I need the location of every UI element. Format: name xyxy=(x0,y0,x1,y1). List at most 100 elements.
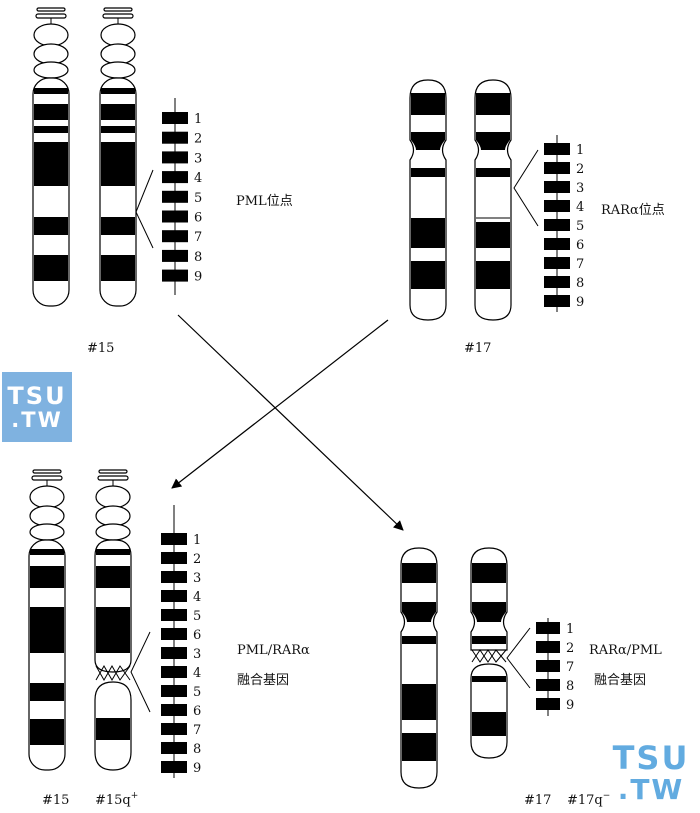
exon-box xyxy=(161,609,187,621)
chromosome-17q-minus xyxy=(470,547,508,759)
exon-box xyxy=(544,257,570,269)
exon-box xyxy=(536,698,560,710)
rara-pml-fusion-name: RARα/PML xyxy=(589,643,662,658)
exon-box xyxy=(162,151,188,164)
exon-number: 3 xyxy=(193,571,201,586)
exon-box xyxy=(161,704,187,716)
chromosome-15-normal-bottom xyxy=(28,469,66,771)
exon-number: 9 xyxy=(566,698,574,713)
exon-box xyxy=(161,571,187,583)
exon-box xyxy=(544,276,570,288)
exon-box xyxy=(161,685,187,697)
exon-box xyxy=(161,628,187,640)
exon-number: 3 xyxy=(193,647,201,662)
label-15q-plus: #15q+ xyxy=(95,791,138,808)
exon-box xyxy=(161,533,187,545)
exon-number: 7 xyxy=(193,723,201,738)
pml-rara-fusion-caption: 融合基因 xyxy=(237,673,289,688)
exon-number: 2 xyxy=(193,552,201,567)
chromosome-17-left xyxy=(409,79,447,321)
exon-box xyxy=(162,249,188,262)
label-17-top: #17 xyxy=(464,341,491,356)
exon-number: 4 xyxy=(193,590,201,605)
exon-box xyxy=(162,230,188,243)
exon-number: 3 xyxy=(194,151,202,166)
exon-number: 9 xyxy=(576,295,584,310)
exon-box xyxy=(536,679,560,691)
label-17q-minus: #17q− xyxy=(567,791,610,808)
exon-box xyxy=(544,219,570,231)
chromosome-15-right xyxy=(99,7,137,307)
exon-number: 8 xyxy=(194,250,202,265)
exon-box xyxy=(544,162,570,174)
chromosome-15q-plus xyxy=(94,469,132,771)
exon-number: 6 xyxy=(193,704,201,719)
exon-number: 6 xyxy=(576,238,584,253)
exon-box xyxy=(161,552,187,564)
exon-box xyxy=(162,190,188,203)
exon-box xyxy=(544,200,570,212)
exon-box xyxy=(161,590,187,602)
exon-number: 8 xyxy=(193,742,201,757)
exon-box xyxy=(161,666,187,678)
exon-box xyxy=(544,143,570,155)
exon-number: 1 xyxy=(194,112,202,127)
exon-number: 2 xyxy=(194,132,202,147)
exon-number: 1 xyxy=(566,622,574,637)
exon-number: 3 xyxy=(576,181,584,196)
exon-box xyxy=(162,269,188,282)
label-15-bottom: #15 xyxy=(42,793,69,808)
exon-box xyxy=(544,181,570,193)
pml-rara-bracket xyxy=(130,631,151,713)
exon-box xyxy=(161,742,187,754)
exon-box xyxy=(162,210,188,223)
label-15-top: #15 xyxy=(87,341,114,356)
exon-number: 5 xyxy=(193,609,201,624)
chromosome-17-normal-bottom xyxy=(400,547,438,789)
watermark-logo-left: TSU .TW xyxy=(2,372,72,442)
exon-number: 7 xyxy=(194,230,202,245)
pml-rara-fusion-name: PML/RARα xyxy=(237,643,310,658)
gene-ladder-pml-rara: 1 2 3 4 5 6 3 4 5 6 7 8 9 xyxy=(161,505,201,778)
exon-box xyxy=(162,112,188,124)
exon-number: 1 xyxy=(193,533,201,548)
exon-box xyxy=(536,660,560,672)
rara-pml-bracket xyxy=(506,627,531,689)
rara-locus-bracket xyxy=(513,149,539,227)
exon-number: 6 xyxy=(194,211,202,226)
exon-number: 2 xyxy=(576,162,584,177)
arrow-17-to-15 xyxy=(171,319,389,489)
exon-number: 9 xyxy=(194,270,202,285)
exon-number: 5 xyxy=(576,219,584,234)
exon-number: 5 xyxy=(193,685,201,700)
exon-number: 7 xyxy=(566,660,574,675)
exon-number: 8 xyxy=(576,276,584,291)
exon-box xyxy=(161,723,187,735)
pml-locus-bracket xyxy=(135,169,154,249)
exon-box xyxy=(161,761,187,773)
label-17-bottom: #17 xyxy=(524,793,551,808)
exon-number: 1 xyxy=(576,143,584,158)
exon-box xyxy=(544,238,570,250)
exon-number: 6 xyxy=(193,628,201,643)
exon-box xyxy=(162,171,188,184)
exon-box xyxy=(161,647,187,659)
exon-number: 7 xyxy=(576,257,584,272)
exon-number: 9 xyxy=(193,761,201,776)
watermark-logo-right: TSU .TW xyxy=(612,739,690,806)
arrow-15-to-17 xyxy=(177,314,404,531)
exon-number: 2 xyxy=(566,641,574,656)
exon-box xyxy=(536,622,560,634)
exon-number: 4 xyxy=(193,666,201,681)
rara-pml-fusion-caption: 融合基因 xyxy=(594,673,646,688)
exon-number: 4 xyxy=(194,171,202,186)
chromosome-15-left xyxy=(32,7,70,307)
exon-number: 8 xyxy=(566,679,574,694)
pml-locus-label: PML位点 xyxy=(236,194,293,209)
rara-locus-label: RARα位点 xyxy=(601,203,665,218)
gene-ladder-rara-pml: 1 2 7 8 9 xyxy=(536,618,574,716)
chromosome-17-right xyxy=(474,79,512,321)
exon-box xyxy=(536,641,560,653)
